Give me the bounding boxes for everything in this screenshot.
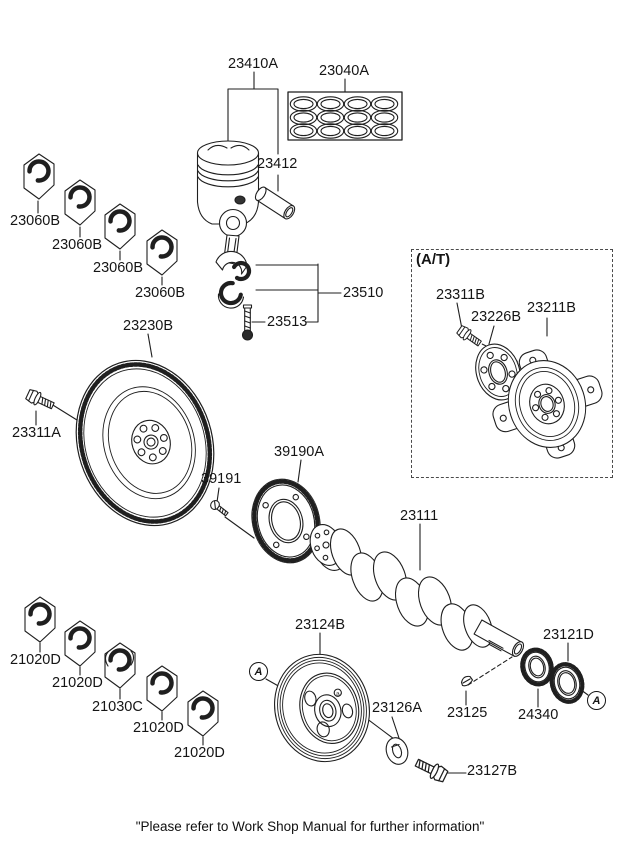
drive-plate — [492, 349, 603, 459]
rod-bearing-shell — [24, 154, 54, 199]
at-option-label: (A/T) — [416, 251, 451, 268]
piston — [196, 140, 260, 225]
part-label-23060b-3: 23060B — [93, 260, 143, 276]
crankshaft — [309, 524, 525, 657]
adapter-plate — [475, 343, 521, 401]
rod-bearing-shell — [65, 180, 95, 225]
part-label-23111: 23111 — [400, 508, 439, 524]
part-label-23121d: 23121D — [543, 627, 594, 643]
main-bearing-shell — [188, 691, 218, 736]
part-label-23513: 23513 — [267, 314, 308, 330]
part-label-23060b-4: 23060B — [135, 285, 185, 301]
part-label-23127b: 23127B — [467, 763, 517, 779]
part-label-39191: 39191 — [201, 471, 242, 487]
rod-bearing-shell — [147, 230, 177, 275]
part-label-23211b: 23211B — [527, 300, 576, 316]
crankshaft-pulley: a — [274, 653, 370, 763]
callout-a-gear: A — [587, 691, 606, 710]
piston-pin — [254, 186, 296, 220]
part-label-39190a: 39190A — [274, 444, 324, 460]
pulley-washer — [385, 737, 409, 765]
part-label-23230b: 23230B — [123, 318, 173, 334]
keyway-slot — [488, 639, 504, 652]
part-label-21030c: 21030C — [92, 699, 143, 715]
part-label-23060b-2: 23060B — [52, 237, 102, 253]
part-label-21020d-2: 21020D — [52, 675, 103, 691]
footnote: "Please refer to Work Shop Manual for fu… — [135, 819, 485, 834]
pulley-bolt — [412, 755, 450, 785]
main-bearing-shell — [25, 597, 55, 642]
woodruff-key — [460, 675, 474, 687]
timing-sprocket — [520, 647, 554, 687]
part-label-23125: 23125 — [447, 705, 488, 721]
main-bearing-shell — [65, 621, 95, 666]
crankshaft-gear — [549, 662, 585, 704]
part-label-23410a: 23410A — [228, 56, 278, 72]
thrust-bearing-shell — [105, 643, 135, 688]
main-bearing-shell — [147, 666, 177, 711]
flywheel — [75, 359, 215, 527]
sensor-wheel — [251, 478, 321, 564]
piston-ring-set — [287, 91, 403, 141]
connecting-rod — [215, 208, 252, 309]
rod-bearing-shell — [105, 204, 135, 249]
sensor-wheel-screw — [210, 499, 229, 517]
part-label-23126a: 23126A — [372, 700, 422, 716]
part-label-23412: 23412 — [257, 156, 298, 172]
part-label-23510: 23510 — [343, 285, 384, 301]
at-option-box — [411, 249, 613, 478]
part-label-23040a: 23040A — [319, 63, 369, 79]
part-label-23311a: 23311A — [12, 425, 61, 441]
part-label-21020d-4: 21020D — [174, 745, 225, 761]
part-label-23311b: 23311B — [436, 287, 485, 303]
thrust-flanges — [104, 650, 135, 667]
connecting-rod-bolt — [241, 304, 254, 341]
part-label-23060b-1: 23060B — [10, 213, 60, 229]
leader-lines — [35, 71, 589, 774]
part-label-21020d-3: 21020D — [133, 720, 184, 736]
callout-a-pulley: A — [249, 662, 268, 681]
part-label-23124b: 23124B — [295, 617, 345, 633]
pulley-a-mark: a — [335, 690, 341, 698]
part-label-24340: 24340 — [518, 707, 559, 723]
part-label-23226b: 23226B — [471, 309, 521, 325]
flywheel-bolt — [24, 387, 57, 413]
part-label-21020d-1: 21020D — [10, 652, 61, 668]
